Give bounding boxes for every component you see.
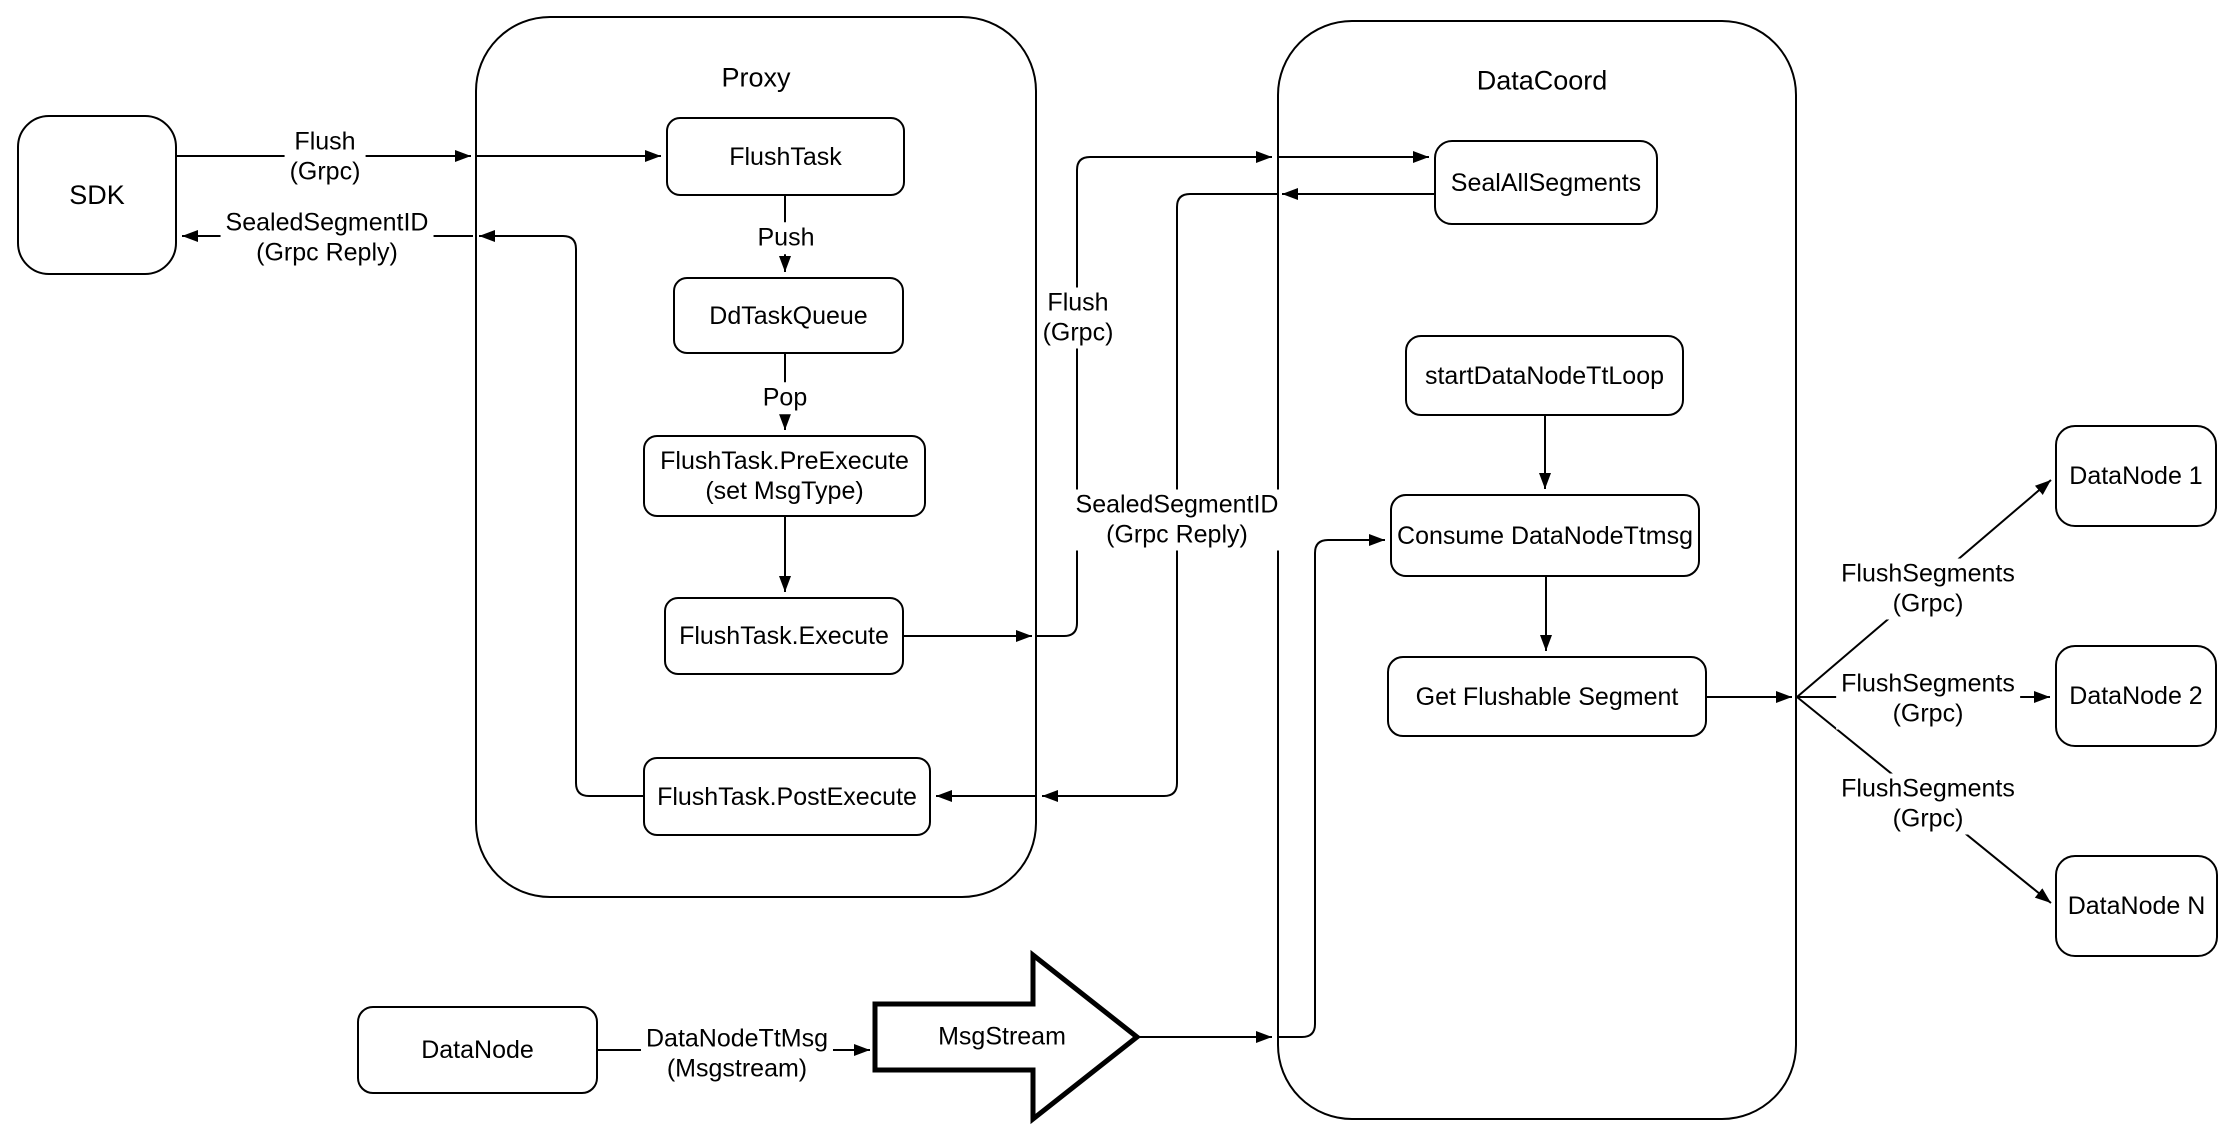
node-ddtaskqueue: DdTaskQueue [673, 277, 904, 354]
edge-flush-up [1037, 151, 1272, 637]
node-flushtask-execute: FlushTask.Execute [664, 597, 904, 675]
node-datanode-bottom: DataNode [357, 1006, 598, 1094]
node-startdatanodettloop: startDataNodeTtLoop [1405, 335, 1684, 416]
label-push: Push [752, 222, 820, 254]
label-sealedsegmentid-mid: SealedSegmentID (Grpc Reply) [1070, 489, 1284, 551]
msgstream-shape [872, 949, 1142, 1125]
node-datanode-1: DataNode 1 [2055, 425, 2217, 527]
label-flush-grpc-mid: Flush (Grpc) [1037, 287, 1119, 349]
preexecute-line2: (set MsgType) [705, 477, 864, 505]
label-flushsegments-2: FlushSegments (Grpc) [1836, 668, 2020, 730]
label-datanodettmsg: DataNodeTtMsg (Msgstream) [640, 1023, 834, 1085]
node-flushtask: FlushTask [666, 117, 905, 196]
label-flushsegments-1: FlushSegments (Grpc) [1836, 558, 2020, 620]
node-sdk: SDK [17, 115, 177, 275]
container-proxy [475, 16, 1037, 898]
edge-postexecute-up [479, 230, 643, 797]
node-consume-datanodettmsg: Consume DataNodeTtmsg [1390, 494, 1700, 577]
datacoord-title: DataCoord [1476, 65, 1608, 96]
label-pop: Pop [757, 382, 813, 414]
msgstream-label: MsgStream [938, 1022, 1066, 1051]
label-sealedsegmentid-sdk: SealedSegmentID (Grpc Reply) [220, 207, 434, 269]
proxy-title: Proxy [721, 62, 791, 93]
label-flushsegments-3: FlushSegments (Grpc) [1836, 773, 2020, 835]
edge-msgstream-up [1277, 534, 1385, 1038]
node-sealallsegments: SealAllSegments [1434, 140, 1658, 225]
node-datanode-n: DataNode N [2055, 855, 2218, 957]
node-get-flushable-segment: Get Flushable Segment [1387, 656, 1707, 737]
preexecute-line1: FlushTask.PreExecute [660, 447, 909, 475]
label-flush-grpc-sdk: Flush (Grpc) [284, 126, 366, 188]
node-flushtask-preexecute: FlushTask.PreExecute (set MsgType) [643, 435, 926, 517]
node-flushtask-postexecute: FlushTask.PostExecute [643, 757, 931, 836]
node-datanode-2: DataNode 2 [2055, 645, 2217, 747]
container-datacoord [1277, 20, 1797, 1120]
